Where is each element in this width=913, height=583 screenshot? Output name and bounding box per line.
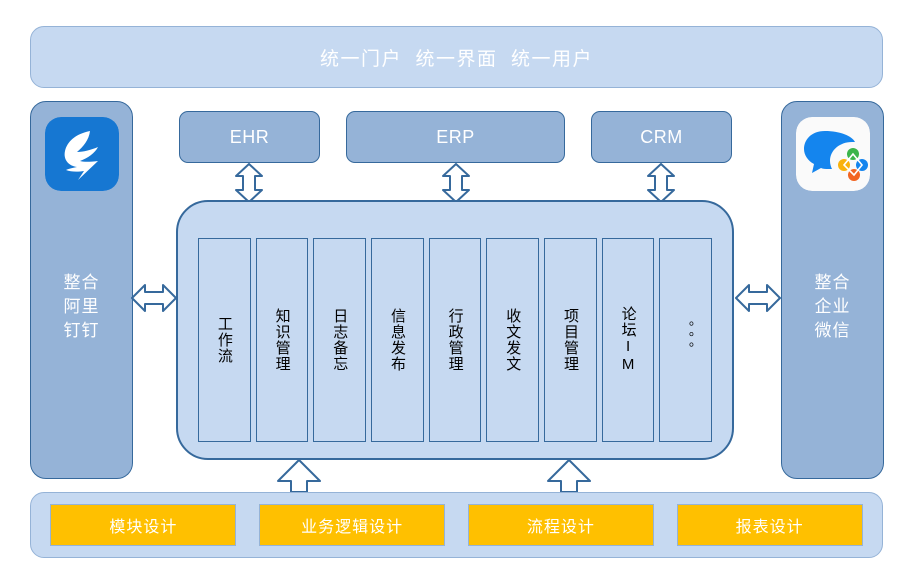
module-label: 知识管理 xyxy=(273,308,291,372)
module-forum[interactable]: 论坛IM xyxy=(601,238,655,442)
header-banner-text: 统一门户 统一界面 统一用户 xyxy=(319,48,594,70)
module-label: 日志备忘 xyxy=(331,308,349,372)
design-module-design[interactable]: 模块设计 xyxy=(50,504,237,546)
module-row: 工作流 知识管理 日志备忘 信息发布 行政管理 收文发文 项目管理 论坛IM 。… xyxy=(198,238,713,442)
double-horizontal-arrow-left-icon xyxy=(131,282,177,314)
system-box-erp[interactable]: ERP xyxy=(346,111,565,163)
module-label: 项目管理 xyxy=(561,308,579,372)
right-integration-panel[interactable]: 整合 企业 微信 xyxy=(781,101,884,479)
module-admin[interactable]: 行政管理 xyxy=(428,238,482,442)
module-journal[interactable]: 日志备忘 xyxy=(313,238,367,442)
double-vertical-arrow-ehr-icon xyxy=(233,163,265,203)
module-label: 论坛IM xyxy=(619,306,637,374)
module-publish[interactable]: 信息发布 xyxy=(371,238,424,442)
system-box-crm[interactable]: CRM xyxy=(591,111,732,163)
right-integration-label: 整合 企业 微信 xyxy=(815,271,851,343)
up-arrow-right-icon xyxy=(547,459,591,493)
double-vertical-arrow-crm-icon xyxy=(645,163,677,203)
system-box-ehr[interactable]: EHR xyxy=(179,111,320,163)
double-vertical-arrow-erp-icon xyxy=(440,163,472,203)
module-knowledge[interactable]: 知识管理 xyxy=(255,238,309,442)
design-business-logic-design[interactable]: 业务逻辑设计 xyxy=(259,504,446,546)
design-process-design[interactable]: 流程设计 xyxy=(467,504,654,546)
header-banner: 统一门户 统一界面 统一用户 xyxy=(30,26,883,88)
module-label: 收文发文 xyxy=(504,308,522,372)
module-project[interactable]: 项目管理 xyxy=(544,238,597,442)
module-label: 信息发布 xyxy=(388,308,406,372)
module-label: 行政管理 xyxy=(446,308,464,372)
right-label-text: 整合 企业 微信 xyxy=(814,273,851,341)
module-label: 。。。 xyxy=(679,321,695,359)
module-workflow[interactable]: 工作流 xyxy=(198,238,251,442)
module-documents[interactable]: 收文发文 xyxy=(486,238,540,442)
left-integration-label: 整合 阿里 钉钉 xyxy=(64,271,100,343)
up-arrow-left-icon xyxy=(277,459,321,493)
left-label-text: 整合 阿里 钉钉 xyxy=(63,273,100,341)
module-label: 工作流 xyxy=(215,316,233,364)
module-more[interactable]: 。。。 xyxy=(659,238,713,442)
wecom-logo-icon xyxy=(795,117,870,191)
left-integration-panel[interactable]: 整合 阿里 钉钉 xyxy=(30,101,133,479)
design-tools-bar: 模块设计 业务逻辑设计 流程设计 报表设计 xyxy=(30,492,883,558)
dingtalk-logo-icon xyxy=(44,117,119,191)
double-horizontal-arrow-right-icon xyxy=(735,282,781,314)
design-report-design[interactable]: 报表设计 xyxy=(676,504,863,546)
